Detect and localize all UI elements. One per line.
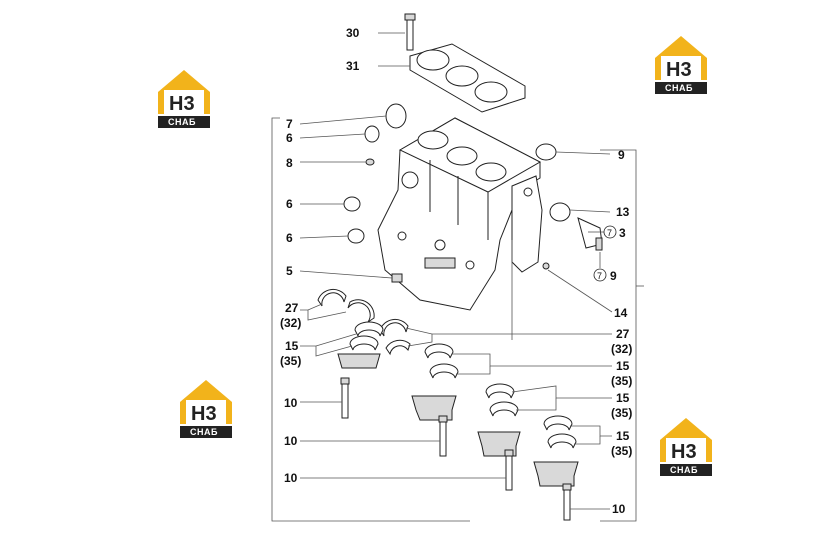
- logo-sub: СНАБ: [190, 427, 218, 437]
- label-35-left: (35): [280, 354, 301, 368]
- part-bearing-shells-1: [349, 321, 384, 351]
- label-9b: 9: [610, 269, 617, 283]
- part-plug-8: [365, 158, 375, 166]
- part-cap-bolt-1: [340, 377, 350, 419]
- label-9b-circle: 7: [597, 271, 602, 281]
- label-3: 3: [619, 226, 626, 240]
- leader-lines: [299, 32, 613, 510]
- label-15-left: 15: [285, 339, 299, 353]
- label-7: 7: [286, 117, 293, 131]
- part-bearing-cap-1: [337, 353, 381, 369]
- label-13: 13: [616, 205, 630, 219]
- label-14: 14: [614, 306, 628, 320]
- part-cover-13: [549, 202, 603, 251]
- part-bearing-shells-3: [485, 383, 519, 417]
- callout-labels: 30 31 7 6 8 6 6 5 27 (32) 15 (35) 10 10 …: [280, 26, 632, 516]
- part-plug-14: [542, 262, 550, 270]
- part-cap-bolt-2: [438, 415, 448, 457]
- label-8: 8: [286, 156, 293, 170]
- label-10d: 10: [612, 502, 626, 516]
- label-10a: 10: [284, 396, 298, 410]
- part-head-gasket: [409, 43, 526, 113]
- part-head-bolt: [404, 13, 416, 51]
- logo-bottom-right: H3 СНАБ: [660, 418, 712, 476]
- part-thrust-washer-right: [379, 318, 411, 356]
- part-bolt-5: [391, 273, 403, 283]
- logo-brand: H3: [169, 93, 195, 115]
- label-3-circle: 7: [607, 228, 612, 238]
- part-plug-7: [385, 103, 407, 129]
- label-15-right-2: 15: [616, 391, 630, 405]
- part-bearing-cap-4: [533, 461, 579, 487]
- label-15-right-1: 15: [616, 359, 630, 373]
- label-6a: 6: [286, 131, 293, 145]
- part-plug-6a: [364, 125, 380, 143]
- label-35-right-1: (35): [611, 374, 632, 388]
- part-cap-bolt-4: [562, 483, 572, 521]
- logo-brand: H3: [666, 59, 692, 81]
- label-32-right: (32): [611, 342, 632, 356]
- part-plug-6b: [343, 196, 361, 212]
- label-5: 5: [286, 264, 293, 278]
- label-30: 30: [346, 26, 360, 40]
- label-9: 9: [618, 148, 625, 162]
- logo-brand: H3: [671, 441, 697, 463]
- label-6b: 6: [286, 197, 293, 211]
- label-10c: 10: [284, 471, 298, 485]
- label-31: 31: [346, 59, 360, 73]
- part-bearing-shells-2: [424, 343, 459, 379]
- part-thrust-washer-left: [317, 288, 375, 323]
- label-35-right-2: (35): [611, 406, 632, 420]
- part-bearing-cap-3: [477, 431, 521, 457]
- part-bearing-cap-2: [411, 395, 457, 421]
- logo-sub: СНАБ: [670, 465, 698, 475]
- logo-bottom-left: H3 СНАБ: [180, 380, 232, 438]
- part-plug-6c: [347, 228, 365, 244]
- label-35-right-3: (35): [611, 444, 632, 458]
- label-32-left: (32): [280, 316, 301, 330]
- logo-sub: СНАБ: [665, 83, 693, 93]
- label-10b: 10: [284, 434, 298, 448]
- frame-lines: [271, 117, 644, 522]
- logo-brand: H3: [191, 403, 217, 425]
- part-cylinder-block: [377, 117, 542, 311]
- label-27-right: 27: [616, 327, 630, 341]
- part-cap-bolt-3: [504, 449, 514, 491]
- label-27-left: 27: [285, 301, 299, 315]
- label-15-right-3: 15: [616, 429, 630, 443]
- logo-top-left: H3 СНАБ: [158, 70, 210, 128]
- label-6c: 6: [286, 231, 293, 245]
- part-rear-plate: [511, 175, 543, 273]
- logo-sub: СНАБ: [168, 117, 196, 127]
- part-bearing-shells-4: [543, 415, 577, 449]
- part-seal-9: [535, 143, 557, 161]
- logo-top-right: H3 СНАБ: [655, 36, 707, 94]
